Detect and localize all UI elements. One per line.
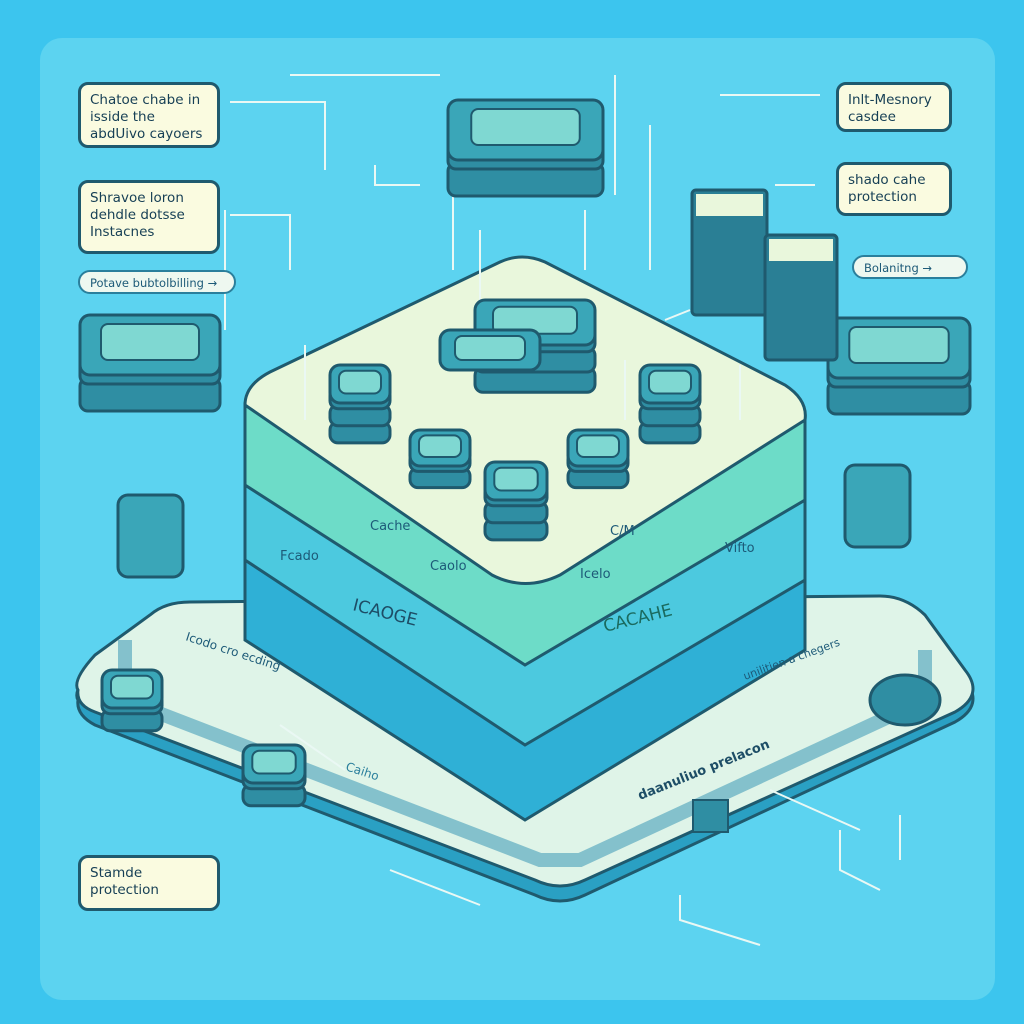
stack-front-face <box>493 466 539 492</box>
small-node <box>692 799 729 833</box>
base-server-left-face <box>110 674 154 700</box>
layer-label: Icelo <box>580 567 611 582</box>
list-panel-right <box>843 463 912 549</box>
layer-label: Fcado <box>280 549 319 564</box>
stack-left-face <box>338 369 382 395</box>
stack-mid-left-face <box>418 434 462 458</box>
cache-top-slab <box>243 255 807 585</box>
tower-server-left-top <box>696 194 763 216</box>
layer-label: Caolo <box>430 559 467 574</box>
tower-server-right-top <box>769 239 833 261</box>
right-server-face <box>848 326 950 364</box>
callout-cache-protection: shado cahe protection <box>836 162 952 216</box>
base-server-mid-face <box>251 749 297 775</box>
callout-shared-instances: Shravoe loron dehdle dotsse Instacnes <box>78 180 220 254</box>
stack-mid-right-face <box>576 434 620 458</box>
tower-server-right <box>763 233 839 362</box>
pill-button-left[interactable]: Potave bubtolbilling → <box>78 270 236 294</box>
stack-right-face <box>648 369 692 395</box>
base-node-right <box>868 673 942 727</box>
stack-center-b-face <box>454 335 526 361</box>
layer-label: Vifto <box>725 541 755 556</box>
pill-button-right[interactable]: Bolanitng → <box>852 255 968 279</box>
callout-stampede-protection: Stamde protection <box>78 855 220 911</box>
list-panel-left <box>116 493 185 579</box>
callout-cache-inside: Chatoe chabe in isside the abdUivo cayoe… <box>78 82 220 148</box>
layer-label: Cache <box>370 519 410 534</box>
top-server-face <box>470 108 581 146</box>
layer-label: C/M <box>610 524 635 539</box>
callout-in-memory-cache: Inlt-Mesnory casdee <box>836 82 952 132</box>
left-server-face <box>100 323 200 361</box>
